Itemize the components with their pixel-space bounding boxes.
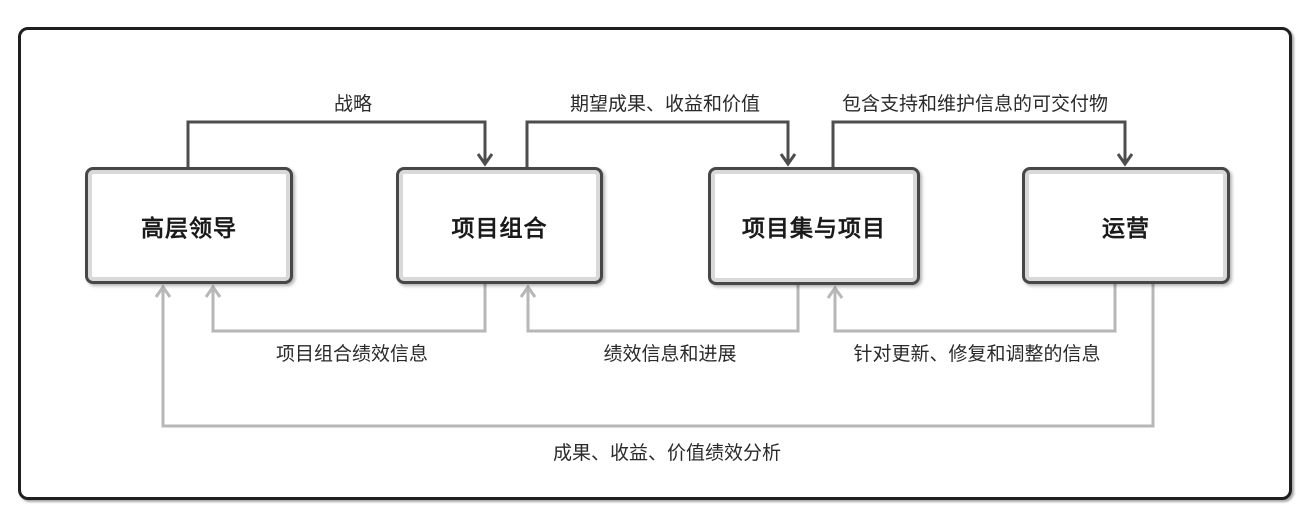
box-operations: 运营	[1022, 167, 1230, 284]
box-programs-projects: 项目集与项目	[708, 167, 920, 285]
label-desired-outcomes: 期望成果、收益和价值	[569, 94, 761, 115]
box-portfolio: 项目组合	[396, 167, 603, 284]
box-programs-projects-label: 项目集与项目	[742, 215, 886, 241]
label-updates-fixes: 针对更新、修复和调整的信息	[853, 344, 1101, 365]
arrow-desired-outcomes	[525, 120, 797, 168]
label-strategy: 战略	[333, 94, 373, 115]
arrow-strategy	[186, 120, 494, 168]
box-portfolio-label: 项目组合	[451, 214, 548, 241]
box-senior-leadership-label: 高层领导	[141, 214, 237, 241]
box-operations-label: 运营	[1102, 214, 1150, 241]
arrow-deliverables	[831, 120, 1134, 168]
arrow-performance-progress	[519, 284, 800, 333]
label-outcomes-analysis: 成果、收益、价值绩效分析	[552, 443, 782, 464]
diagram-frame	[18, 27, 1292, 500]
box-senior-leadership: 高层领导	[85, 167, 293, 284]
arrow-outcomes-analysis	[154, 284, 1155, 428]
arrow-updates-fixes	[826, 284, 1117, 333]
label-deliverables: 包含支持和维护信息的可交付物	[841, 94, 1109, 115]
label-portfolio-performance: 项目组合绩效信息	[275, 344, 429, 365]
label-performance-progress: 绩效信息和进展	[603, 344, 737, 365]
arrow-portfolio-performance	[204, 284, 487, 333]
